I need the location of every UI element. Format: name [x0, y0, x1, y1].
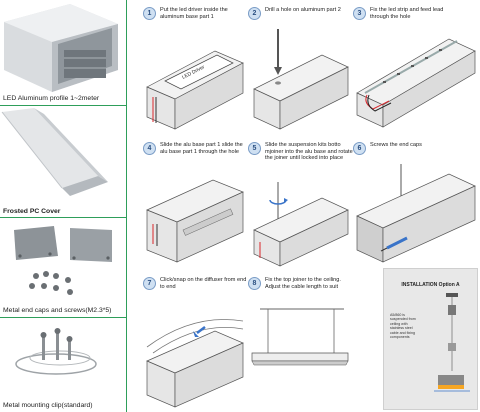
step-1-illustration: LED Driver — [146, 50, 244, 130]
part-mounting-clip: Metal mounting clip(standard) — [0, 318, 126, 412]
divider — [0, 217, 126, 218]
step-2-illustration — [253, 29, 349, 130]
installation-note: A5/860 is suspended from ceiling with st… — [390, 313, 416, 340]
step-2: 2 Drill a hole on aluminum part 2 — [248, 7, 353, 132]
step-7: 7 Click/snap on the diffuser from end to… — [143, 277, 248, 410]
parts-list: LED Aluminum profile 1~2meter Frosted PC… — [0, 0, 127, 412]
arrow-icon — [193, 331, 199, 337]
aluminum-profile-image — [4, 4, 118, 92]
step-text: Slide the alu base part 1 slide the alu … — [160, 142, 243, 155]
step-6: 6 Screws the end caps — [353, 142, 478, 267]
part-caption: Frosted PC Cover — [3, 208, 61, 215]
part-end-caps: Metal end caps and screws(M2.3*5) — [0, 218, 126, 318]
step-8: 8 Fix the top joiner to the ceiling. Adj… — [248, 277, 353, 410]
step-text: Fix the top joiner to the ceiling. Adjus… — [265, 277, 341, 290]
step-number: 1 — [143, 7, 156, 20]
step-3-illustration — [356, 38, 476, 128]
divider — [0, 317, 126, 318]
step-text: Put the led driver inside the aluminum b… — [160, 7, 228, 20]
part-aluminum-profile: LED Aluminum profile 1~2meter — [0, 0, 126, 106]
pc-cover-image — [1, 108, 108, 196]
step-4-illustration — [146, 179, 244, 263]
step-4: 4 Slide the alu base part 1 slide the al… — [143, 142, 248, 267]
part-pc-cover: Frosted PC Cover — [0, 106, 126, 218]
end-caps-image — [14, 226, 112, 295]
step-number: 4 — [143, 142, 156, 155]
step-text: Screws the end caps — [370, 142, 422, 148]
step-number: 2 — [248, 7, 261, 20]
step-number: 6 — [353, 142, 366, 155]
step-1: 1 Put the led driver inside the aluminum… — [143, 7, 248, 132]
step-5-illustration — [253, 182, 349, 267]
step-3: 3 Fix the led strip and feed lead throug… — [353, 7, 478, 132]
step-text: Click/snap on the diffuser from end to e… — [160, 277, 247, 290]
step-text: Slide the suspension kits botto mjoiner … — [265, 142, 353, 162]
step-number: 3 — [353, 7, 366, 20]
step-number: 8 — [248, 277, 261, 290]
divider — [0, 105, 126, 106]
step-text: Drill a hole on aluminum part 2 — [265, 7, 341, 13]
installation-option-a: INSTALLATION Option A A5/860 is suspende… — [383, 268, 478, 410]
part-caption: Metal end caps and screws(M2.3*5) — [3, 307, 112, 314]
installation-diagram — [434, 293, 470, 392]
step-number: 5 — [248, 142, 261, 155]
part-caption: LED Aluminum profile 1~2meter — [3, 95, 100, 102]
step-7-illustration — [146, 319, 244, 408]
step-6-illustration — [356, 164, 476, 263]
step-8-illustration — [251, 308, 349, 366]
screwdriver-icon — [386, 236, 408, 250]
mounting-clip-image — [15, 328, 97, 375]
part-caption: Metal mounting clip(standard) — [3, 402, 93, 409]
step-number: 7 — [143, 277, 156, 290]
installation-title: INSTALLATION Option A — [401, 282, 460, 288]
step-text: Fix the led strip and feed lead through … — [370, 7, 444, 20]
step-5: 5 Slide the suspension kits botto mjoine… — [248, 142, 353, 267]
